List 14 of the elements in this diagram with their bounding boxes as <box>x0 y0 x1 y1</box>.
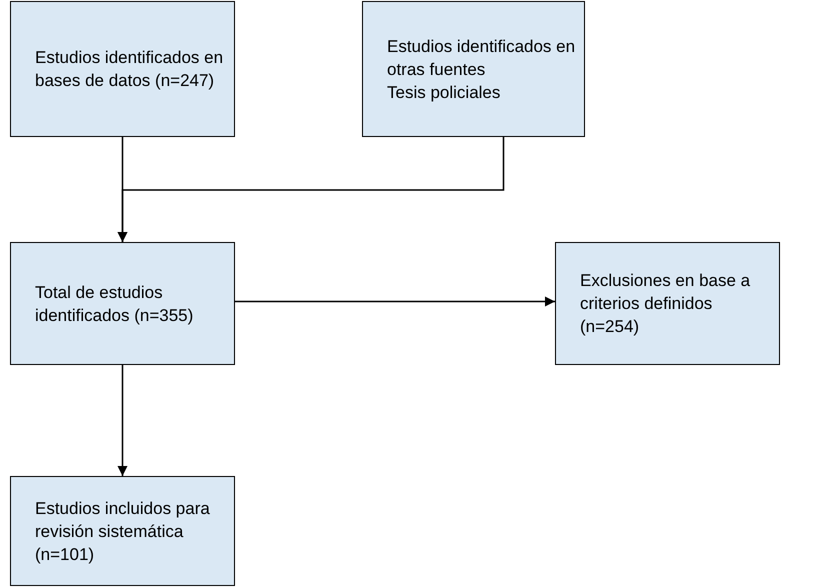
box-text: Estudios identificados en otras fuentes <box>387 36 576 80</box>
arrow <box>235 296 555 306</box>
process-box <box>362 1 585 137</box>
arrow <box>118 137 504 242</box>
process-box <box>10 476 235 586</box>
box-text: Estudios identificados en bases de datos (n=247) <box>35 47 224 92</box>
arrow <box>118 365 128 476</box>
process-box <box>10 1 235 137</box>
process-box <box>555 242 780 365</box>
box-text: Exclusiones en base a criterios definidos (n=254) <box>580 270 752 338</box>
box-text: Total de estudios identificados (n=355) <box>35 282 194 326</box>
box-text: Estudios incluidos para revisión sistemática (n=101) <box>35 498 211 566</box>
process-box <box>10 242 235 365</box>
box-text: Tesis policiales <box>387 82 502 104</box>
